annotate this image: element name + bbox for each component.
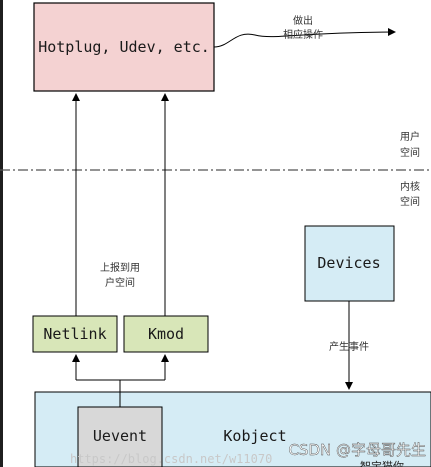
action-note-line1: 做出 bbox=[293, 14, 313, 27]
kernel-space-line2: 空间 bbox=[400, 195, 420, 208]
user-space-line1: 用户 bbox=[400, 130, 420, 143]
kmod-box bbox=[123, 315, 209, 353]
clipped-watermark: 智宝猫你 bbox=[360, 459, 404, 467]
url-watermark: https://blog.csdn.net/w11070 bbox=[70, 452, 272, 466]
hotplug-box bbox=[33, 2, 215, 92]
netlink-label: Netlink bbox=[43, 325, 106, 343]
user-space-line2: 空间 bbox=[400, 146, 420, 159]
devices-label: Devices bbox=[317, 254, 380, 272]
hotplug-label: Hotplug, Udev, etc. bbox=[38, 38, 210, 56]
left-edge-strip bbox=[0, 0, 3, 467]
report-note-line1: 上报到用 bbox=[100, 261, 140, 274]
netlink-box bbox=[32, 315, 118, 353]
report-note-line2: 户空间 bbox=[105, 276, 135, 289]
devices-box bbox=[304, 225, 395, 302]
uevent-label: Uevent bbox=[93, 427, 147, 445]
action-curve-arrow bbox=[213, 28, 396, 48]
kmod-label: Kmod bbox=[148, 325, 184, 343]
event-note: 产生事件 bbox=[329, 340, 369, 353]
kobject-label: Kobject bbox=[223, 427, 286, 445]
action-note-line2: 相应操作 bbox=[283, 28, 323, 41]
csdn-watermark: CSDN @字母哥先生 bbox=[288, 441, 426, 459]
kernel-space-line1: 内核 bbox=[400, 180, 420, 193]
